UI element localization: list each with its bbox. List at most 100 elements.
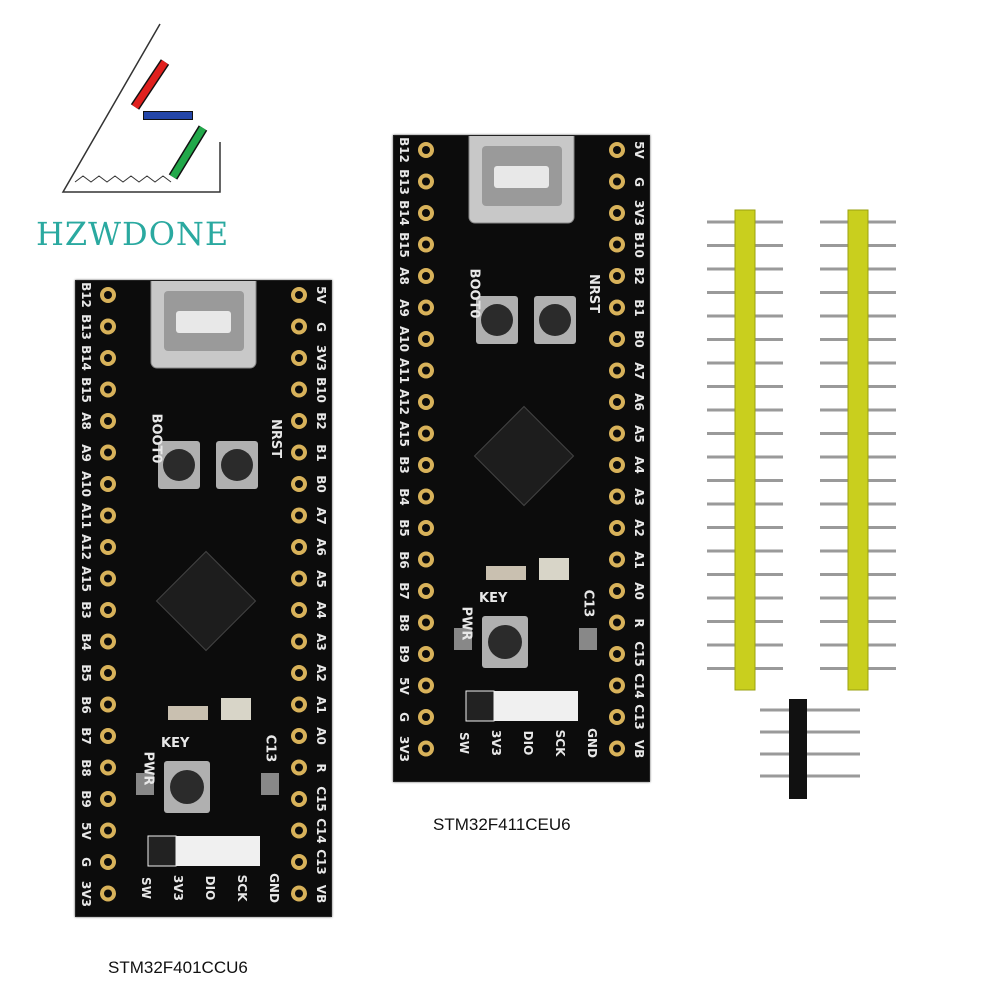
- left-pin-hole: [104, 637, 112, 646]
- left-pin-hole: [104, 795, 112, 803]
- right-pin-hole: [295, 637, 303, 646]
- left-pin-hole: [104, 889, 112, 898]
- right-pin-hole: [613, 492, 621, 501]
- right-pin-hole: [295, 511, 303, 520]
- swd-pin-label: GND: [267, 873, 281, 903]
- pin-label: VB: [314, 884, 328, 903]
- board-left-graphics: [100, 281, 307, 902]
- right-pin-hole: [295, 606, 303, 614]
- boot0-label: BOOT0: [148, 413, 164, 464]
- swd-pin-label: SW: [139, 877, 153, 899]
- header-body: [847, 209, 869, 691]
- board-right-graphics: [418, 136, 625, 757]
- left-pin-hole: [422, 587, 430, 595]
- short-header-pin: [760, 774, 860, 778]
- brand-name: HZWDONE: [36, 215, 230, 253]
- pin-label: 3V3: [397, 735, 411, 762]
- left-pin-hole: [422, 272, 430, 280]
- right-pin-hole: [295, 574, 303, 583]
- left-pin-hole: [104, 448, 112, 457]
- board-right-caption: STM32F411CEU6: [433, 815, 571, 834]
- right-pin-hole: [613, 240, 621, 249]
- right-pin-hole: [613, 429, 621, 438]
- right-pin-hole: [613, 335, 621, 343]
- left-pin-hole: [104, 606, 112, 614]
- swd-pin-label: 3V3: [489, 730, 503, 756]
- left-pin-hole: [104, 858, 112, 866]
- right-pin-hole: [295, 291, 303, 299]
- right-pin-hole: [613, 618, 621, 627]
- left-pin-hole: [104, 669, 112, 677]
- pwr-led-label: PWR: [458, 606, 474, 641]
- left-pin-hole: [422, 461, 430, 469]
- pin-header-strips: [700, 200, 930, 700]
- swd-pin-label: SCK: [553, 729, 567, 757]
- left-pin-hole: [422, 555, 430, 564]
- short-header-body: [789, 699, 807, 799]
- short-header-icon: [760, 699, 860, 799]
- right-pin-hole: [613, 681, 621, 690]
- left-pin-hole: [422, 650, 430, 658]
- left-pin-hole: [422, 492, 430, 501]
- right-pin-hole: [613, 146, 621, 154]
- pin-header-icon: [707, 209, 896, 691]
- short-header-pin: [760, 730, 860, 734]
- short-pin-header: [755, 695, 865, 805]
- right-pin-hole: [613, 461, 621, 469]
- pin-label: 3V3: [79, 880, 93, 907]
- right-pin-hole: [613, 177, 621, 186]
- right-pin-hole: [613, 744, 621, 753]
- nrst-label: NRST: [268, 418, 284, 459]
- left-pin-hole: [104, 322, 112, 331]
- right-pin-hole: [613, 398, 621, 406]
- left-pin-hole: [422, 744, 430, 753]
- left-pin-hole: [104, 763, 112, 772]
- key-label: KEY: [479, 591, 508, 606]
- right-pin-hole: [295, 763, 303, 772]
- right-pin-hole: [295, 669, 303, 677]
- left-pin-hole: [422, 177, 430, 186]
- right-pin-hole: [613, 209, 621, 217]
- right-pin-hole: [613, 587, 621, 595]
- right-pin-hole: [613, 366, 621, 375]
- swd-pin-label: SCK: [235, 874, 249, 902]
- pin-label: VB: [632, 739, 646, 758]
- left-pin-hole: [422, 524, 430, 532]
- right-pin-hole: [295, 322, 303, 331]
- nrst-label: NRST: [586, 273, 602, 314]
- swd-pin-label: DIO: [203, 875, 217, 901]
- left-pin-hole: [422, 398, 430, 406]
- right-pin-hole: [613, 650, 621, 658]
- left-pin-hole: [104, 732, 112, 740]
- brand-logo: [55, 22, 235, 202]
- right-pin-hole: [295, 732, 303, 740]
- right-pin-hole: [295, 700, 303, 709]
- right-pin-hole: [613, 524, 621, 532]
- pwr-led-label: PWR: [140, 751, 156, 786]
- left-pin-hole: [422, 429, 430, 438]
- right-pin-hole: [295, 543, 303, 551]
- left-pin-hole: [104, 574, 112, 583]
- c13-led-label: C13: [262, 734, 278, 763]
- swd-pin-label: 3V3: [171, 875, 185, 901]
- swd-pin-label: GND: [585, 728, 599, 758]
- right-pin-hole: [613, 555, 621, 564]
- left-pin-hole: [422, 303, 430, 312]
- left-pin-hole: [422, 618, 430, 627]
- right-pin-hole: [295, 858, 303, 866]
- left-pin-hole: [104, 700, 112, 709]
- swd-pin-label: DIO: [521, 730, 535, 756]
- right-pin-hole: [295, 480, 303, 488]
- right-pin-hole: [295, 417, 303, 425]
- right-pin-hole: [613, 303, 621, 312]
- left-pin-hole: [422, 335, 430, 343]
- right-pin-hole: [295, 385, 303, 394]
- left-pin-hole: [104, 543, 112, 551]
- right-pin-hole: [295, 448, 303, 457]
- right-pin-hole: [295, 354, 303, 362]
- right-pin-hole: [613, 272, 621, 280]
- boot0-label: BOOT0: [466, 268, 482, 319]
- left-pin-hole: [422, 366, 430, 375]
